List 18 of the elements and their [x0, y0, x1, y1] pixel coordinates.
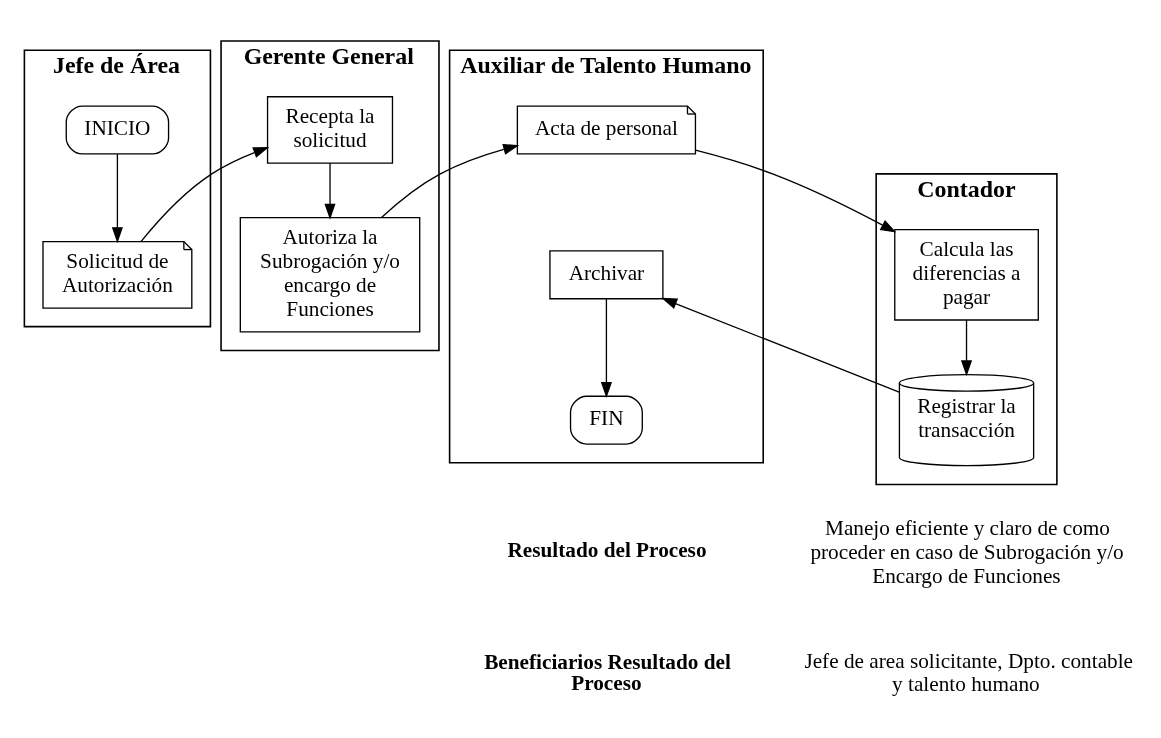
label: Manejo eficiente y claro de como proceder en caso de Subrogación y/o Encargo de Funciones [810, 515, 1124, 588]
node-box: Archivar [549, 250, 664, 300]
label: Resultado del Proceso [507, 538, 707, 563]
node-box: Autoriza la Subrogación y/o encargo de Funciones [239, 217, 421, 333]
arrow [380, 143, 520, 219]
arrow [600, 298, 612, 398]
arrow [324, 162, 336, 220]
arrow [111, 153, 123, 244]
label: Beneficiarios Resultado del Proceso [484, 649, 731, 696]
node-box: FIN [569, 395, 643, 445]
label: Jefe de area solicitante, Dpto. contable y talento humano [804, 648, 1134, 697]
arrow [140, 147, 270, 243]
node-box: INICIO [65, 105, 170, 155]
node-box: Recepta la solicitud [266, 96, 394, 164]
arrow [960, 319, 973, 377]
arrow [661, 297, 900, 393]
arrow [694, 149, 897, 233]
node-box: Calcula las diferencias a pagar [894, 228, 1039, 321]
